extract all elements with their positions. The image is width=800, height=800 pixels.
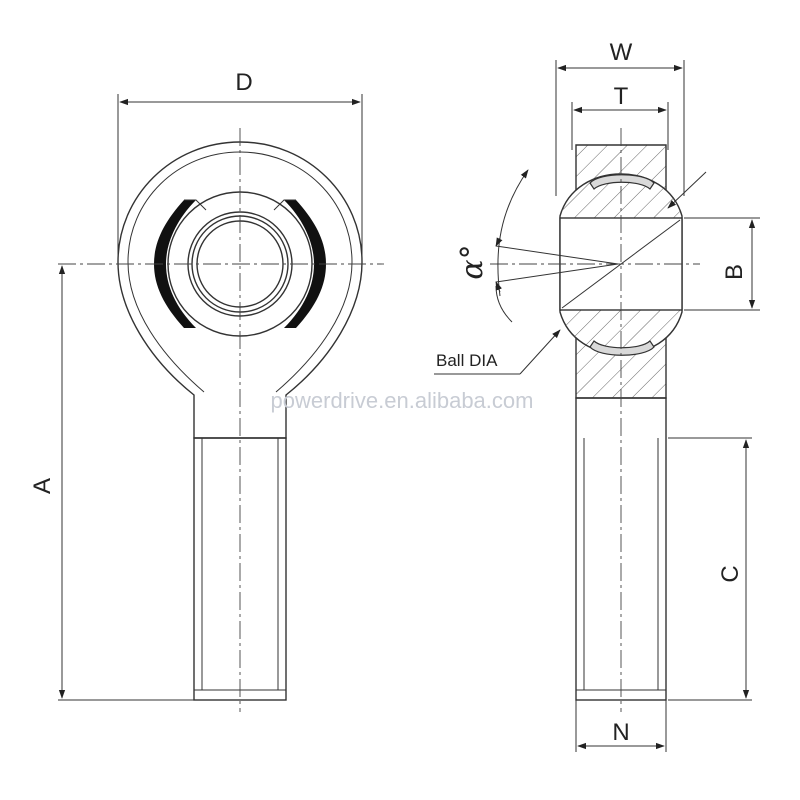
seal-left-tab-top <box>184 199 207 211</box>
alpha-line-bottom <box>495 263 619 283</box>
label-w: W <box>610 39 633 66</box>
watermark: powerdrive.en.alibaba.com <box>271 388 534 413</box>
label-b: B <box>721 264 748 280</box>
alpha-arrow-top <box>495 237 503 247</box>
label-t: T <box>614 83 629 110</box>
ball-dia-leader-bottom <box>519 329 561 375</box>
alpha-arrow-bottom <box>495 281 502 293</box>
label-d: D <box>235 69 252 96</box>
side-view: W T B C N Ball DIA α° <box>434 39 760 752</box>
front-view: D A <box>29 69 384 712</box>
ball-dia-leader-top <box>667 171 707 209</box>
alpha-arc-top <box>497 169 529 297</box>
label-c: C <box>717 565 744 582</box>
label-a: A <box>29 478 56 494</box>
seal-right-tab-top <box>273 199 296 211</box>
label-n: N <box>612 719 629 746</box>
label-ball-dia: Ball DIA <box>436 351 498 370</box>
eye-outline <box>117 141 363 439</box>
liner-top <box>589 174 655 190</box>
liner-bottom <box>589 340 655 356</box>
seal-right <box>284 200 326 328</box>
shank <box>193 437 287 701</box>
alpha-line-top <box>495 245 619 265</box>
label-alpha: α° <box>455 244 490 279</box>
seal-left <box>154 200 196 328</box>
alpha-arc-bottom <box>495 285 513 323</box>
